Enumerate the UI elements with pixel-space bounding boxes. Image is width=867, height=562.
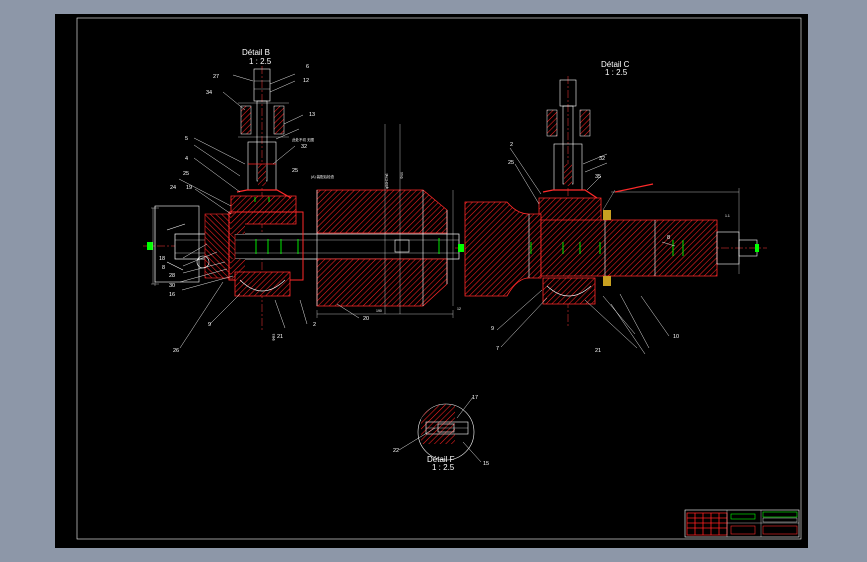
c-label-32: 32	[599, 156, 605, 162]
c-label-9: 9	[491, 326, 494, 332]
detail-b-title: Détail B	[242, 48, 270, 57]
b-label-20: 20	[363, 316, 369, 322]
title-block	[684, 509, 800, 538]
b-label-12: 12	[303, 78, 309, 84]
b-label-34: 34	[206, 90, 212, 96]
c-shaft-right	[540, 219, 718, 277]
detail-c-view: Détail C 1 : 2.5 1.1	[455, 60, 767, 355]
b-label-18: 18	[159, 256, 165, 262]
note-ff3: ФФ3	[272, 334, 276, 341]
note-not-cut: 此处不切 无图	[292, 137, 314, 142]
b-label-32: 32	[301, 144, 307, 150]
bearing-housing-lower	[234, 271, 291, 297]
c-label-2: 2	[510, 142, 513, 148]
dim-12: 12	[457, 307, 461, 311]
b-label-5: 5	[185, 136, 188, 142]
detail-f-scale: 1 : 2.5	[432, 463, 455, 472]
b-label-30: 30	[169, 283, 175, 289]
detail-c-title: Détail C	[601, 60, 630, 69]
note-dia44: Φ44	[400, 172, 404, 179]
c-label-35: 35	[595, 174, 601, 180]
spring-right	[273, 105, 285, 135]
b-label-27: 27	[213, 74, 219, 80]
b-label-9: 9	[208, 322, 211, 328]
f-label-17: 17	[472, 395, 478, 401]
detail-f-title: Détail F	[427, 455, 455, 464]
b-label-4: 4	[185, 156, 188, 162]
note-fit: φ50H7/h6	[385, 173, 389, 189]
b-label-19: 19	[186, 185, 192, 191]
f-label-15: 15	[483, 461, 489, 467]
b-label-28: 28	[169, 273, 175, 279]
c-label-7: 7	[496, 346, 499, 352]
c-shaft-body	[464, 201, 542, 297]
c-label-25: 25	[508, 160, 514, 166]
b-label-2: 2	[313, 322, 316, 328]
f-label-22: 22	[393, 448, 399, 454]
spring-left	[240, 105, 252, 135]
c-note-1: 1.1	[725, 214, 730, 218]
b-label-24: 24	[170, 185, 176, 191]
b-label-25: 25	[183, 171, 189, 177]
detail-b-view: Détail B 1 : 2.5	[143, 48, 461, 354]
drawing-viewport[interactable]: Détail B 1 : 2.5	[55, 14, 808, 548]
c-label-10: 10	[673, 334, 679, 340]
b-label-16: 16	[169, 292, 175, 298]
b-label-13: 13	[309, 112, 315, 118]
b-label-6: 6	[306, 64, 309, 70]
c-label-8: 8	[667, 235, 670, 241]
flange-ring	[228, 211, 304, 281]
c-label-21: 21	[595, 348, 601, 354]
detail-c-scale: 1 : 2.5	[605, 68, 628, 77]
note-inspect: (A) 装配后检查	[311, 174, 335, 179]
drawing-border	[76, 17, 802, 540]
b-label-21: 21	[277, 334, 283, 340]
detail-f-view: 17 22 15 Détail F 1 : 2.5	[393, 395, 489, 472]
dim-190: 190	[376, 309, 382, 313]
b-label-25b: 25	[292, 168, 298, 174]
b-label-8: 8	[162, 265, 165, 271]
detail-b-scale: 1 : 2.5	[249, 57, 272, 66]
b-label-26: 26	[173, 348, 179, 354]
cad-drawing: Détail B 1 : 2.5	[76, 17, 802, 540]
